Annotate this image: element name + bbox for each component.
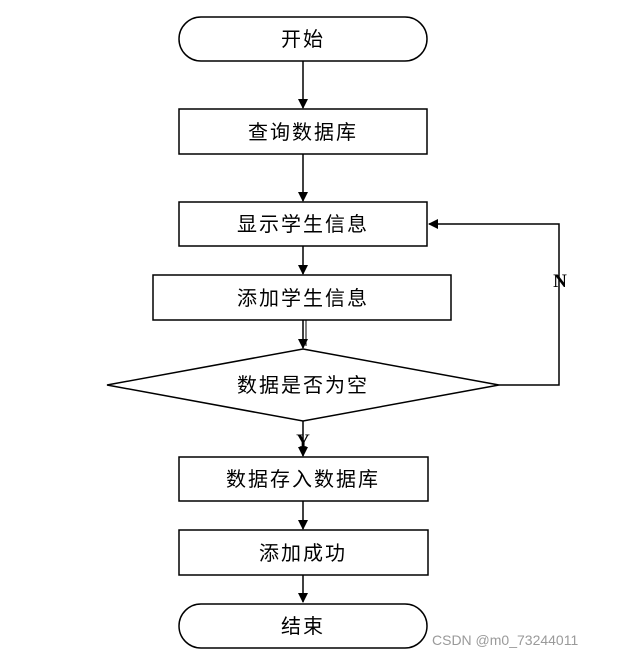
save-db-node: 数据存入数据库 bbox=[178, 456, 429, 502]
query-db-node: 查询数据库 bbox=[178, 108, 428, 155]
start-label: 开始 bbox=[281, 27, 325, 51]
add-success-label: 添加成功 bbox=[259, 541, 347, 565]
empty-check-label: 数据是否为空 bbox=[237, 373, 369, 397]
no-branch-label: N bbox=[553, 271, 567, 292]
save-db-label: 数据存入数据库 bbox=[226, 467, 380, 491]
end-node: 结束 bbox=[178, 603, 428, 649]
add-success-node: 添加成功 bbox=[178, 529, 429, 576]
show-students-label: 显示学生信息 bbox=[237, 212, 369, 236]
empty-check-decision: 数据是否为空 bbox=[106, 348, 500, 422]
arrow-no-branch bbox=[428, 219, 560, 386]
start-node: 开始 bbox=[178, 16, 428, 62]
add-student-node: 添加学生信息 bbox=[152, 274, 452, 321]
add-student-label: 添加学生信息 bbox=[237, 286, 369, 310]
watermark-text: CSDN @m0_73244011 bbox=[432, 632, 579, 648]
query-db-label: 查询数据库 bbox=[248, 120, 358, 144]
end-label: 结束 bbox=[281, 614, 325, 638]
yes-branch-label: Y bbox=[296, 431, 310, 452]
show-students-node: 显示学生信息 bbox=[178, 201, 428, 247]
